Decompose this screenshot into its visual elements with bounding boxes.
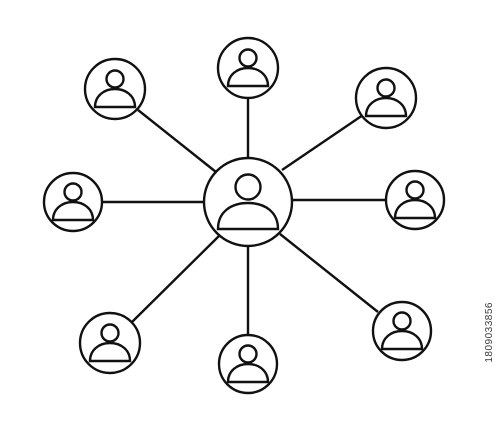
user-node-bottom: [217, 333, 279, 395]
user-node-top-left-icon: [93, 69, 137, 109]
user-node-top-icon: [226, 48, 270, 88]
user-node-left: [42, 171, 104, 233]
connector-top-right: [281, 114, 364, 171]
central-user-icon: [216, 173, 280, 231]
connector-bottom-left: [131, 235, 220, 323]
user-node-top-right-icon: [364, 78, 408, 118]
user-node-left-icon: [51, 182, 95, 222]
central-user-node: [202, 156, 294, 248]
user-node-top-left: [83, 57, 147, 121]
user-node-right-icon: [393, 180, 437, 220]
user-node-bottom-right: [371, 300, 433, 362]
user-node-bottom-icon: [226, 344, 270, 384]
user-node-bottom-right-icon: [380, 311, 424, 351]
watermark-id: 1809033856: [484, 302, 495, 363]
connector-bottom-right: [279, 233, 379, 313]
user-node-top-right: [354, 66, 418, 130]
user-node-right: [384, 169, 446, 231]
user-node-bottom-left-icon: [88, 323, 132, 363]
user-node-bottom-left: [78, 311, 142, 375]
connectors: [101, 96, 386, 336]
user-node-top: [216, 36, 280, 100]
connector-top-left: [137, 109, 217, 173]
